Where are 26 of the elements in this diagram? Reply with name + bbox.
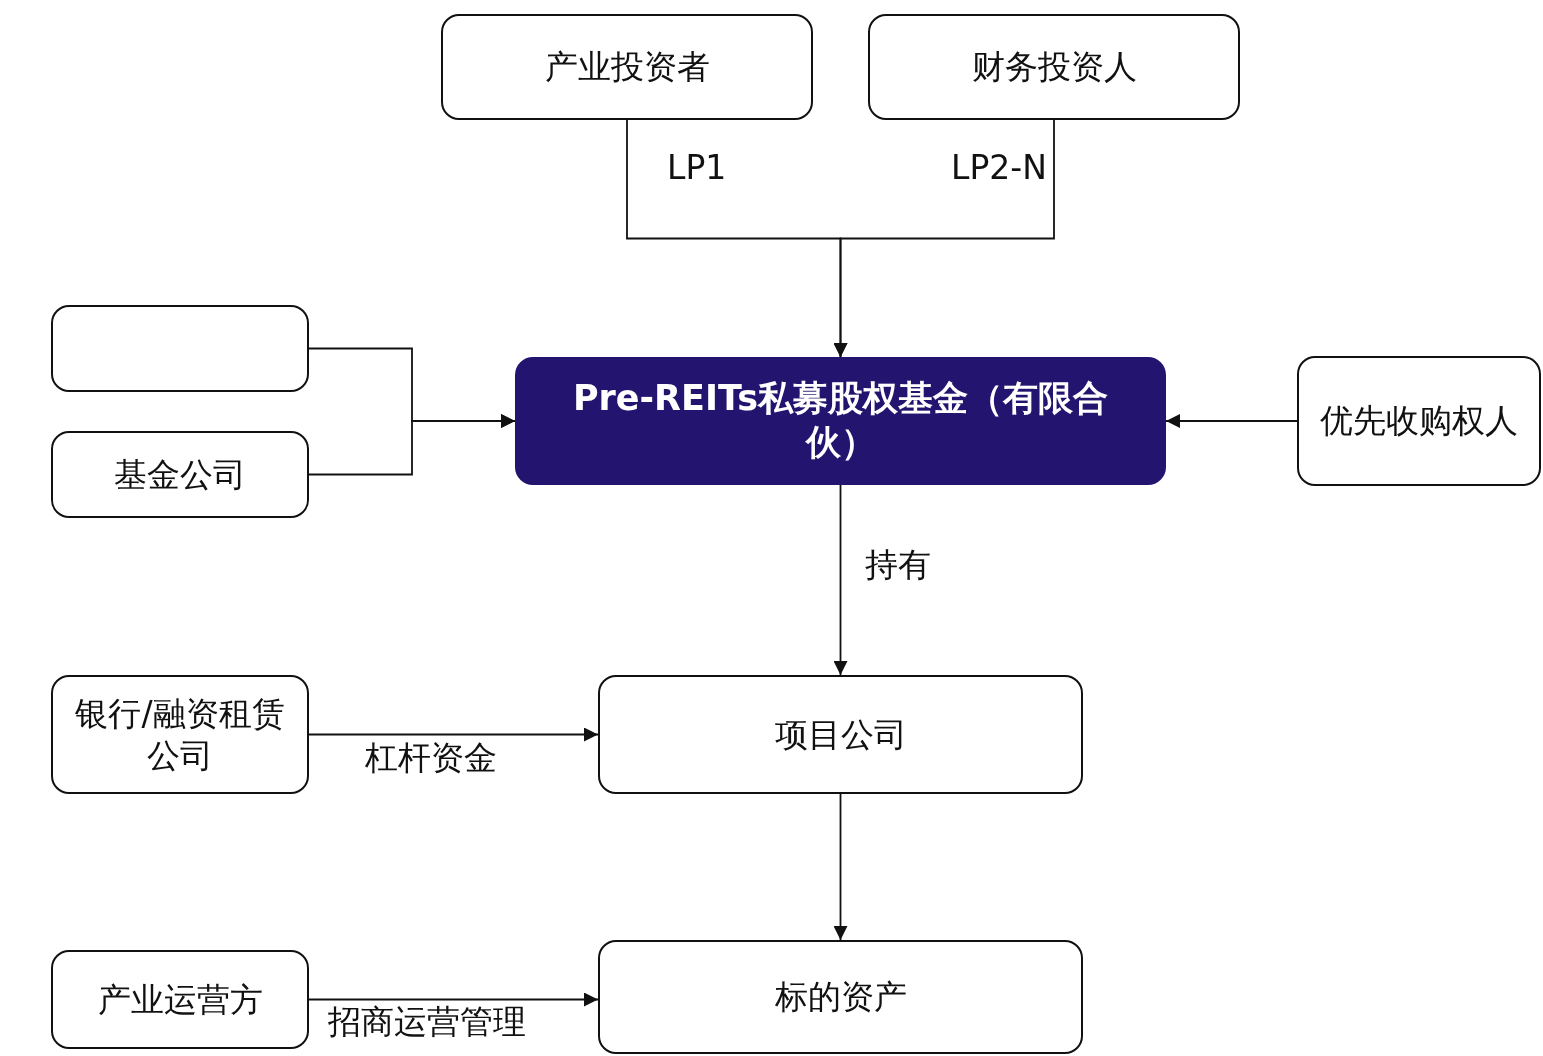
node-label: 产业投资者	[544, 46, 710, 88]
arrow	[833, 484, 848, 676]
node-label: 基金公司	[114, 453, 246, 496]
process-box	[51, 675, 309, 794]
arrow	[1165, 414, 1298, 428]
process-box	[515, 357, 1166, 485]
process-box	[51, 431, 309, 518]
arrow	[308, 727, 599, 742]
process-box	[1297, 356, 1541, 486]
node-label: 优先收购权人	[1320, 400, 1518, 442]
process-box	[598, 675, 1083, 794]
arrow	[308, 414, 516, 476]
node-label: 项目公司	[774, 713, 907, 756]
process-box	[868, 14, 1240, 120]
arrow	[833, 793, 848, 941]
process-box	[441, 14, 813, 120]
process-box	[51, 305, 309, 392]
node-label: Pre-REITs私募股权基金（有限合伙）	[571, 377, 1110, 464]
arrow	[833, 119, 1055, 358]
node-label: 财务投资人	[971, 46, 1137, 88]
process-box	[598, 940, 1083, 1054]
node-label: 银行/融资租赁公司	[74, 693, 286, 776]
process-box	[51, 950, 309, 1049]
node-label: 产业运营方	[97, 978, 263, 1021]
arrow	[308, 992, 599, 1007]
node-label: 标的资产	[774, 976, 907, 1018]
